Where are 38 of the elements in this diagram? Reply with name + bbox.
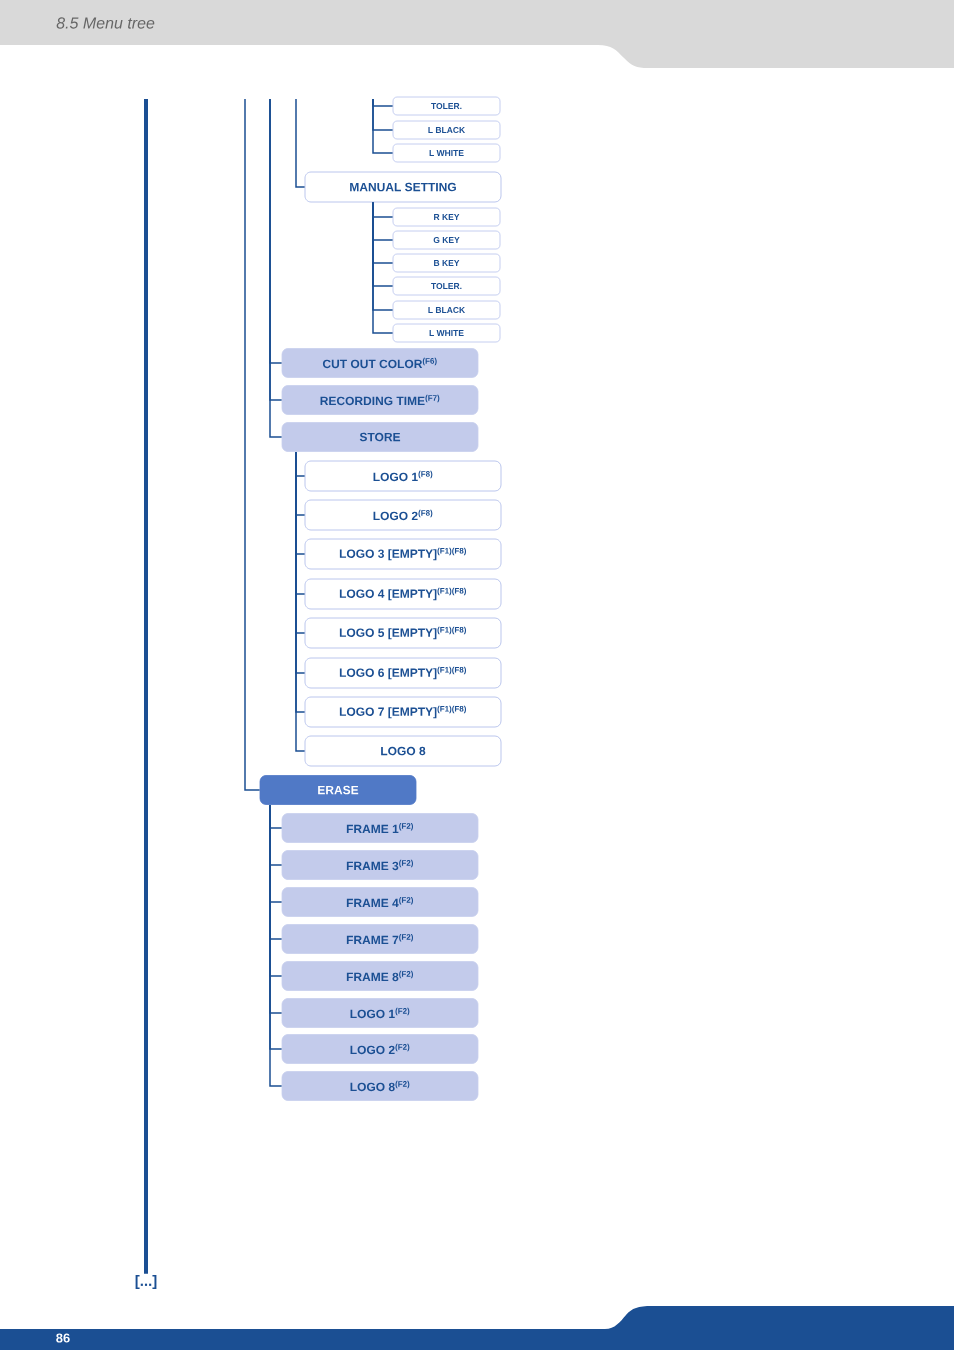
menu-item-box: MANUAL SETTING xyxy=(304,171,502,203)
menu-item-box: RECORDING TIME$^{(F7)}$ xyxy=(281,385,479,415)
submenu-box: L BLACK xyxy=(392,120,501,140)
menu-item-box: LOGO 2$^{(F8)}$ xyxy=(304,499,502,531)
tree-connector xyxy=(372,201,394,334)
menu-item-box: LOGO 7 [EMPTY]$^{(F1)(F8)}$ xyxy=(304,696,502,728)
menu-item-box: LOGO 2$^{(F2)}$ xyxy=(281,1034,479,1064)
menu-item-box: LOGO 1$^{(F2)}$ xyxy=(281,998,479,1028)
menu-item-box: LOGO 4 [EMPTY]$^{(F1)(F8)}$ xyxy=(304,578,502,610)
tree-trunk-line xyxy=(144,99,148,1274)
tree-connector xyxy=(244,98,261,791)
submenu-box: TOLER. xyxy=(392,96,501,116)
submenu-box: L WHITE xyxy=(392,143,501,163)
submenu-box: L WHITE xyxy=(392,323,501,343)
menu-item-box: LOGO 8$^{(F2)}$ xyxy=(281,1071,479,1101)
submenu-box: B KEY xyxy=(392,253,501,273)
submenu-box: G KEY xyxy=(392,230,501,250)
tree-connector xyxy=(372,98,394,154)
menu-item-box: LOGO 6 [EMPTY]$^{(F1)(F8)}$ xyxy=(304,657,502,689)
page-heading: 8.5 Menu tree xyxy=(56,17,155,29)
submenu-box: L BLACK xyxy=(392,300,501,320)
page-number: 86 xyxy=(56,1333,70,1343)
menu-item-box: FRAME 8$^{(F2)}$ xyxy=(281,961,479,991)
menu-item-box: LOGO 1$^{(F8)}$ xyxy=(304,460,502,492)
menu-item-box: STORE xyxy=(281,422,479,452)
selected-menu-box: ERASE xyxy=(259,775,417,805)
submenu-box: TOLER. xyxy=(392,276,501,296)
submenu-box: R KEY xyxy=(392,207,501,227)
menu-item-box: LOGO 5 [EMPTY]$^{(F1)(F8)}$ xyxy=(304,617,502,649)
menu-item-box: FRAME 7$^{(F2)}$ xyxy=(281,924,479,954)
menu-item-box: FRAME 3$^{(F2)}$ xyxy=(281,850,479,880)
menu-item-box: LOGO 3 [EMPTY]$^{(F1)(F8)}$ xyxy=(304,538,502,570)
menu-item-box: LOGO 8 xyxy=(304,735,502,767)
tree-connector xyxy=(295,98,306,188)
menu-item-box: FRAME 1$^{(F2)}$ xyxy=(281,813,479,843)
continuation-mark: [...] xyxy=(135,1275,157,1289)
menu-item-box: FRAME 4$^{(F2)}$ xyxy=(281,887,479,917)
menu-item-box: CUT OUT COLOR$^{(F6)}$ xyxy=(281,348,479,378)
